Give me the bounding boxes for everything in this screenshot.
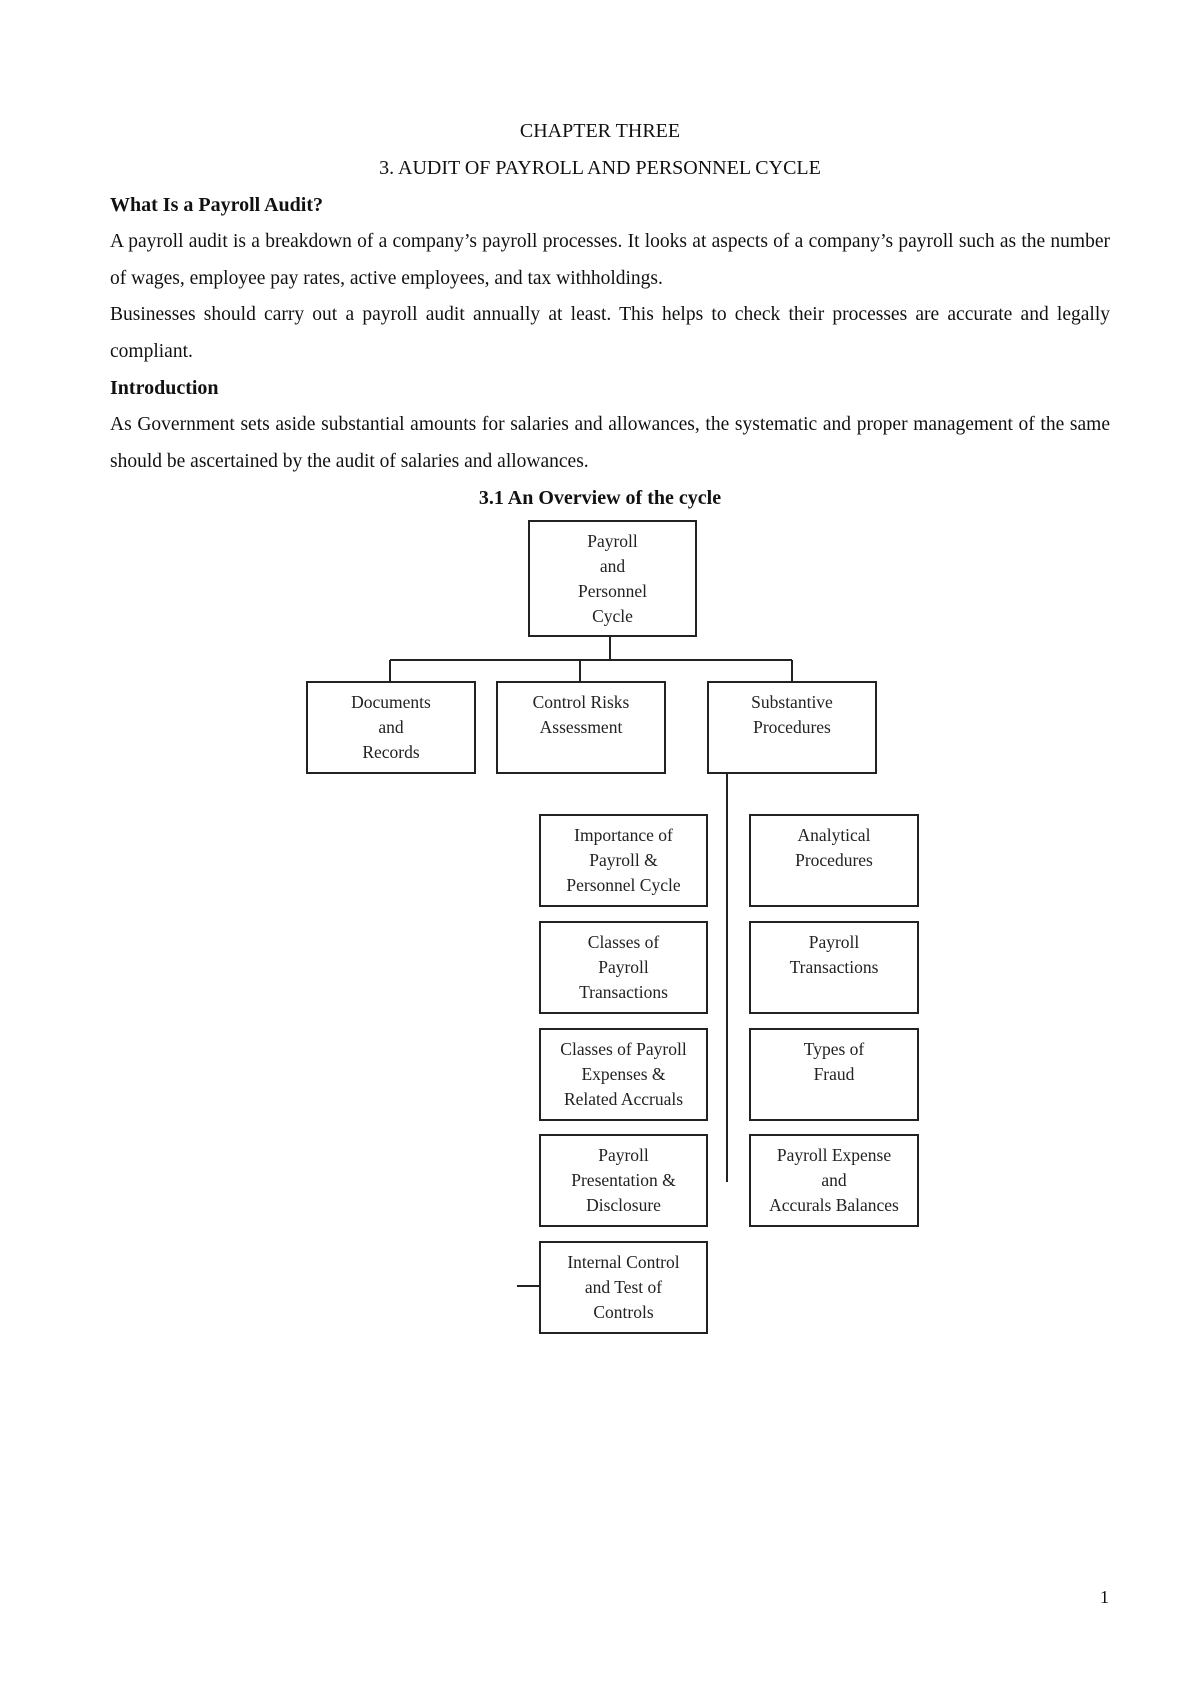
chapter-title: CHAPTER THREE — [519, 120, 681, 142]
page-number: 1 — [1100, 1587, 1109, 1607]
box-control-risks-label-line: Assessment — [540, 717, 623, 737]
box-presentation-disclosure-label-line: Disclosure — [586, 1195, 661, 1215]
box-internal-control-label-line: Controls — [593, 1302, 653, 1322]
figure-title: 3.1 An Overview of the cycle — [478, 487, 722, 509]
box-presentation-disclosure-label-line: Presentation & — [571, 1170, 676, 1190]
connector-lines — [389, 636, 793, 1287]
box-payroll-personnel-cycle-label-line: Personnel — [578, 581, 647, 601]
box-documents-records-label-line: Records — [362, 742, 420, 762]
box-classes-expenses-label-line: Expenses & — [581, 1064, 665, 1084]
box-importance-label-line: Payroll & — [589, 850, 658, 870]
box-substantive-procedures-label-line: Substantive — [751, 692, 833, 712]
box-importance-label-line: Importance of — [574, 825, 673, 845]
paragraph-frequency: Businesses should carry out a payroll au… — [110, 304, 1110, 362]
box-internal-control-label-line: and Test of — [585, 1277, 662, 1297]
box-payroll-transactions-label-line: Payroll — [809, 932, 860, 952]
box-classes-transactions-label-line: Transactions — [579, 982, 668, 1002]
box-payroll-personnel-cycle-label-line: and — [600, 556, 626, 576]
box-payroll-transactions-label-line: Transactions — [790, 957, 879, 977]
box-analytical-procedures-label-line: Analytical — [798, 825, 871, 845]
box-importance: Importance of Payroll & Personnel Cycle — [539, 814, 708, 907]
box-expense-accruals-label-line: Accurals Balances — [769, 1195, 899, 1215]
box-documents-records-label-line: and — [378, 717, 404, 737]
box-types-of-fraud-label-line: Fraud — [814, 1064, 855, 1084]
box-presentation-disclosure-label-line: Payroll — [598, 1145, 649, 1165]
box-types-of-fraud-label-line: Types of — [804, 1039, 865, 1059]
box-internal-control: Internal Control and Test of Controls — [539, 1241, 708, 1334]
box-classes-transactions-label-line: Classes of — [588, 932, 660, 952]
box-analytical-procedures-label-line: Procedures — [795, 850, 873, 870]
box-documents-records-label-line: Documents — [351, 692, 431, 712]
box-expense-accruals-label-line: and — [821, 1170, 847, 1190]
box-internal-control-label-line: Internal Control — [567, 1252, 679, 1272]
box-payroll-personnel-cycle-label-line: Payroll — [587, 531, 638, 551]
paragraph-introduction: As Government sets aside substantial amo… — [110, 414, 1110, 472]
box-classes-expenses-label-line: Classes of Payroll — [560, 1039, 687, 1059]
box-substantive-procedures-label-line: Procedures — [753, 717, 831, 737]
paragraph-definition: A payroll audit is a breakdown of a comp… — [110, 231, 1110, 289]
box-control-risks-label-line: Control Risks — [533, 692, 630, 712]
section-title: 3. AUDIT OF PAYROLL AND PERSONNEL CYCLE — [379, 157, 821, 179]
box-payroll-personnel-cycle-label-line: Cycle — [592, 606, 633, 626]
box-types-of-fraud: Types of Fraud — [749, 1028, 919, 1121]
box-classes-transactions-label-line: Payroll — [598, 957, 649, 977]
heading-what-is-payroll-audit: What Is a Payroll Audit? — [110, 194, 323, 216]
box-importance-label-line: Personnel Cycle — [566, 875, 680, 895]
heading-introduction: Introduction — [110, 377, 219, 399]
box-expense-accruals-label-line: Payroll Expense — [777, 1145, 891, 1165]
box-classes-expenses-label-line: Related Accruals — [564, 1089, 683, 1109]
